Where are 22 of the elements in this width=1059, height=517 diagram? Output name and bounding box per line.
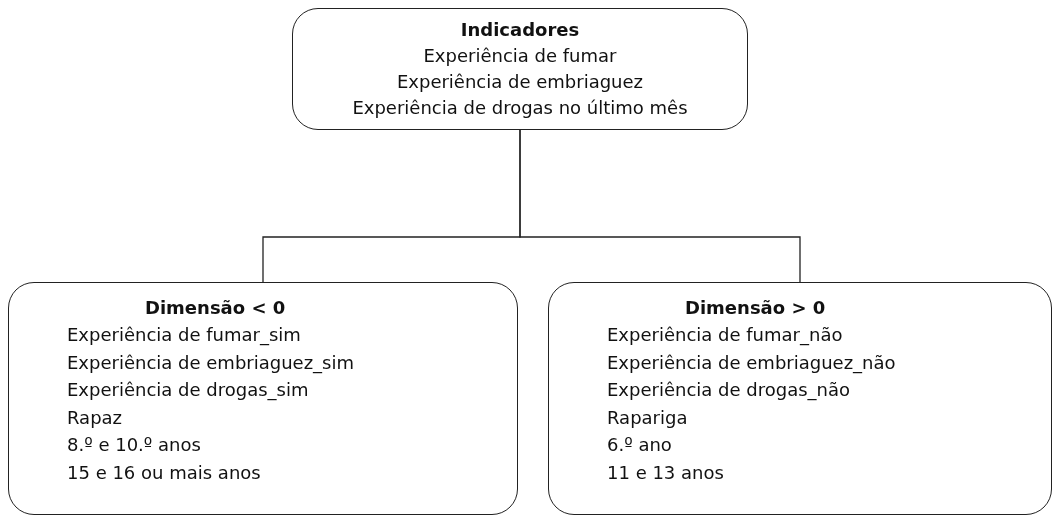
box-text: 6.º ano	[607, 433, 672, 457]
box-text: Experiência de drogas_não	[607, 378, 850, 403]
box-text: Experiência de fumar_sim	[67, 323, 301, 348]
box-text: Experiência de drogas_sim	[67, 378, 309, 403]
connector-line	[519, 129, 801, 283]
rounded-box	[548, 282, 1052, 515]
box-heading: Indicadores	[460, 18, 580, 42]
box-text: Rapariga	[607, 405, 688, 430]
box-text: Experiência de drogas no último mês	[352, 96, 688, 120]
box-text: 8.º e 10.º anos	[67, 433, 201, 457]
box-text: Experiência de embriaguez_sim	[67, 350, 354, 376]
box-text: Experiência de embriaguez_não	[607, 350, 896, 376]
rounded-box	[8, 282, 518, 515]
box-text: Experiência de fumar_não	[607, 323, 843, 348]
rounded-box	[292, 8, 748, 130]
box-heading: Dimensão < 0	[145, 296, 286, 320]
box-text: 15 e 16 ou mais anos	[67, 460, 261, 485]
box-heading: Dimensão > 0	[685, 296, 826, 320]
box-text: Experiência de fumar	[423, 44, 617, 68]
box-text: Experiência de embriaguez	[396, 70, 644, 94]
box-text: Rapaz	[67, 405, 123, 430]
box-text: 11 e 13 anos	[607, 460, 724, 485]
